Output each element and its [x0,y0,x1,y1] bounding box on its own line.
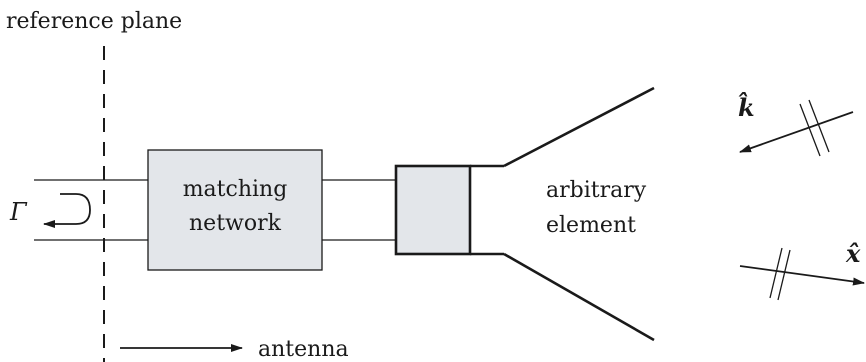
x-hat-label: x̂ [845,239,861,268]
element-label-line1: arbitrary [546,178,647,203]
matching-network-label-line2: network [189,211,282,236]
antenna-label: antenna [258,337,349,362]
x-hat-arrow [739,265,865,286]
element-label-line2: element [546,213,636,238]
matching-network-box [147,149,323,271]
gamma-label: Γ [9,198,28,226]
reflection-arrow [43,193,91,228]
k-hat-tick-2 [808,99,830,153]
antenna-feed-block [394,164,472,256]
horn-flare-top [503,86,655,168]
k-hat-arrow [739,111,854,153]
k-hat-label: k̂ [738,92,755,122]
k-hat-tick-1 [799,103,821,157]
horn-flare-bottom [503,252,655,342]
x-hat-tick-2 [777,249,791,301]
matching-network-label-line1: matching [183,177,288,202]
x-hat-tick-1 [769,247,783,299]
reference-plane-label: reference plane [6,9,182,34]
